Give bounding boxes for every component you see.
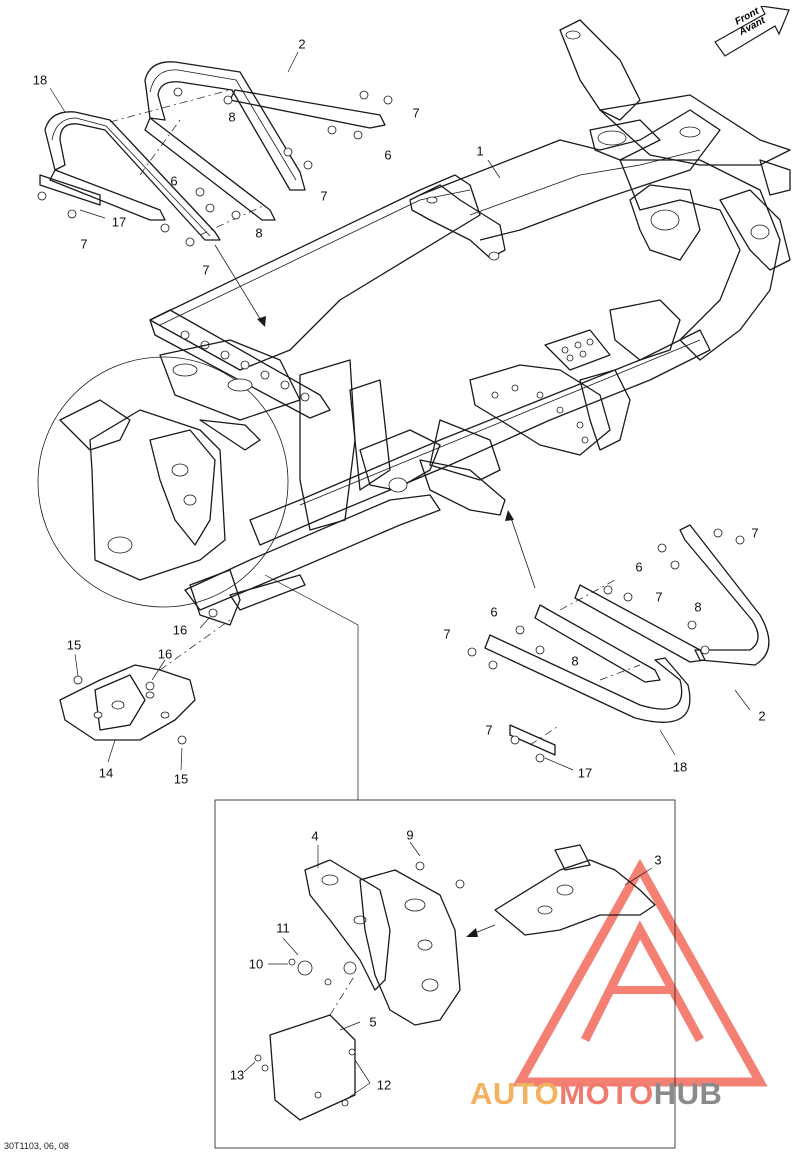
watermark-hub: HUB <box>653 1076 723 1111</box>
callout-7: 7 <box>202 262 210 278</box>
diagram-reference-code: 30T1103, 06, 08 <box>4 1141 69 1151</box>
callout-8: 8 <box>255 225 263 241</box>
main-frame-part-1 <box>149 19 791 626</box>
front-direction-arrow-icon <box>714 6 790 57</box>
callout-18: 18 <box>672 759 688 775</box>
callout-3: 3 <box>654 852 662 868</box>
callout-7: 7 <box>485 722 493 738</box>
callout-1: 1 <box>476 143 484 159</box>
callout-15: 15 <box>173 771 189 787</box>
callout-6: 6 <box>384 147 392 163</box>
callout-7: 7 <box>412 105 420 121</box>
callout-7: 7 <box>80 236 88 252</box>
callout-16: 16 <box>157 646 173 662</box>
callout-2: 2 <box>298 36 306 52</box>
hitch-bracket-part-14 <box>59 608 231 745</box>
callout-7: 7 <box>751 525 759 541</box>
rear-rack-parts-2-18 <box>37 61 393 247</box>
callout-14: 14 <box>98 765 114 781</box>
callout-2: 2 <box>758 708 766 724</box>
callout-11: 11 <box>276 920 290 936</box>
callout-17: 17 <box>111 214 127 230</box>
callout-6: 6 <box>635 559 643 575</box>
callout-18: 18 <box>32 72 48 88</box>
detail-magnifier <box>37 339 301 608</box>
detail-box <box>214 574 676 1149</box>
callout-leaders <box>49 51 751 1101</box>
callout-8: 8 <box>228 109 236 125</box>
watermark-logo: AUTOMOTOHUB <box>470 1078 722 1109</box>
callout-12: 12 <box>376 1077 392 1093</box>
callout-7: 7 <box>655 589 663 605</box>
callout-4: 4 <box>311 828 319 844</box>
watermark-moto: MOTO <box>559 1076 654 1111</box>
callout-5: 5 <box>369 1014 377 1030</box>
callout-7: 7 <box>443 626 451 642</box>
front-rack-parts-2-18 <box>467 524 770 763</box>
callout-8: 8 <box>571 653 579 669</box>
callout-6: 6 <box>170 173 178 189</box>
assembly-arrows <box>214 244 536 589</box>
watermark-auto: AUTO <box>470 1076 560 1111</box>
callout-16: 16 <box>172 622 188 638</box>
callout-9: 9 <box>406 827 414 843</box>
callout-13: 13 <box>229 1067 245 1083</box>
callout-17: 17 <box>577 765 593 781</box>
callout-10: 10 <box>248 956 264 972</box>
callout-15: 15 <box>66 637 82 653</box>
callout-7: 7 <box>320 188 328 204</box>
watermark-logo-triangle <box>512 858 768 1087</box>
callout-6: 6 <box>490 604 498 620</box>
callout-8: 8 <box>694 599 702 615</box>
